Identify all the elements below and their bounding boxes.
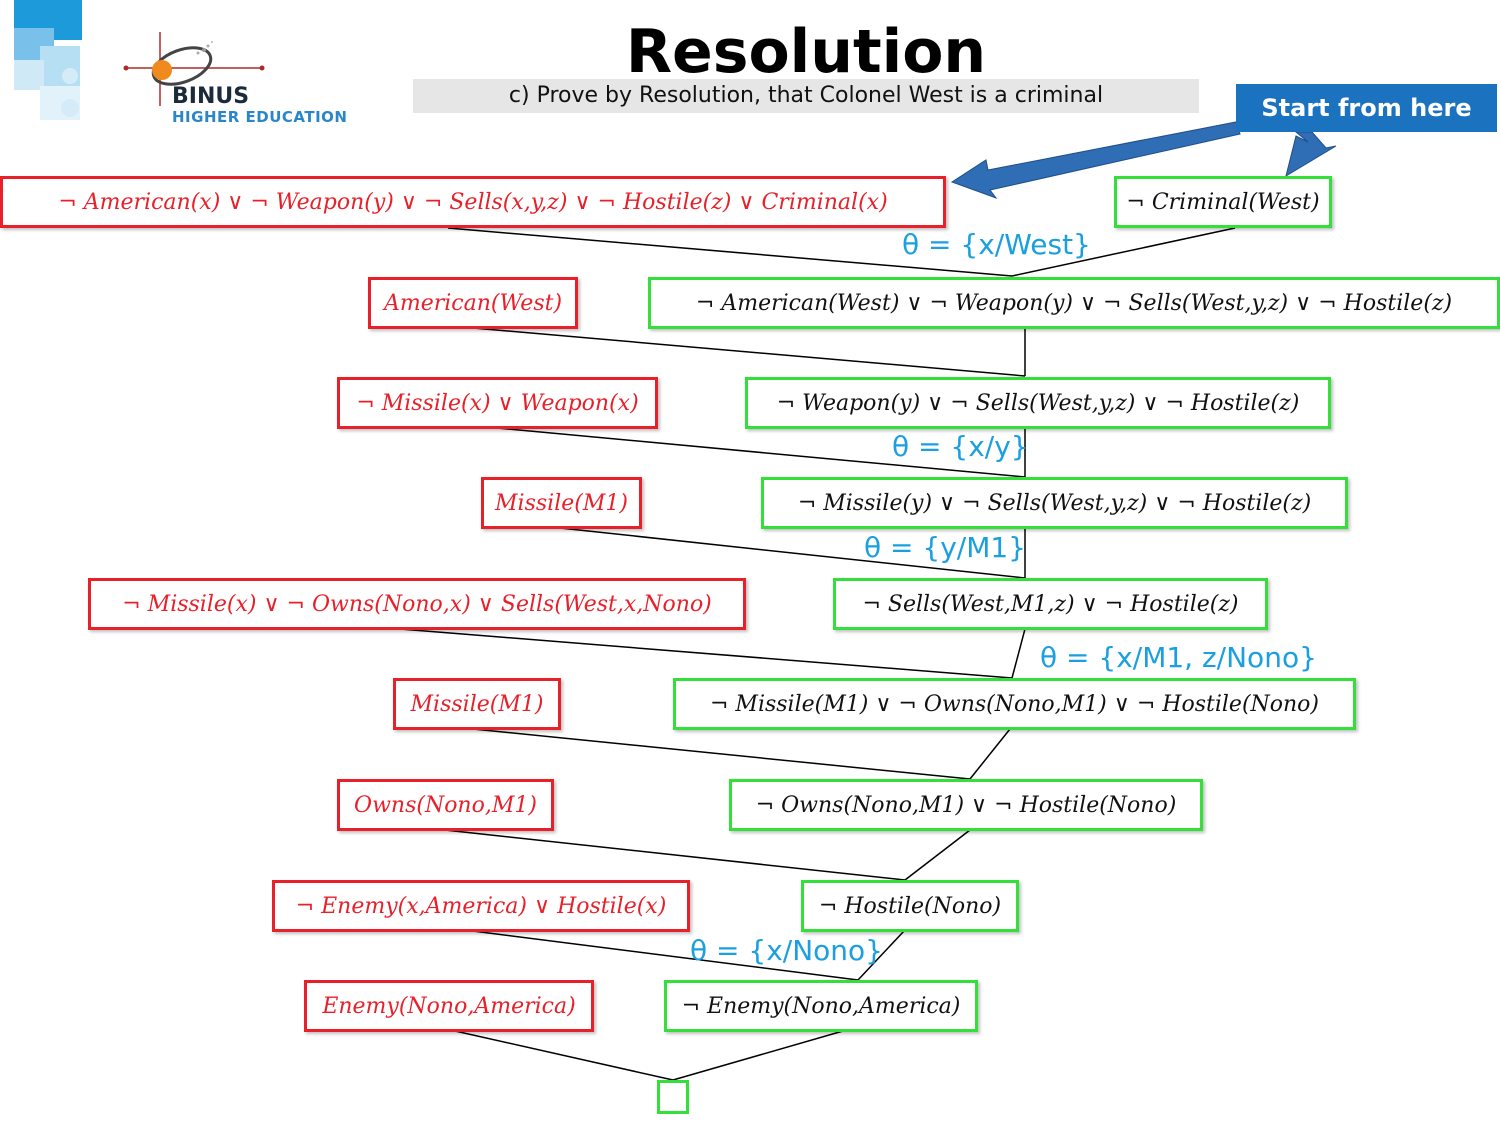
- resolvent-clause-4: ¬ Sells(West,M1,z) ∨ ¬ Hostile(z): [833, 578, 1268, 630]
- substitution-label: θ = {y/M1}: [864, 531, 1026, 564]
- kb-clause-missile-m1-second: Missile(M1): [393, 678, 561, 730]
- subtitle-background: [413, 79, 1199, 113]
- arrow-to-kb-clause: [950, 121, 1241, 200]
- kb-clause-criminal-rule: ¬ American(x) ∨ ¬ Weapon(y) ∨ ¬ Sells(x,…: [0, 176, 946, 228]
- page-subtitle: c) Prove by Resolution, that Colonel Wes…: [508, 83, 1104, 108]
- connector-line: [969, 728, 1011, 780]
- substitution-label: θ = {x/Nono}: [690, 934, 883, 967]
- connector-line: [857, 929, 906, 981]
- resolvent-clause-1: ¬ American(West) ∨ ¬ Weapon(y) ∨ ¬ Sells…: [648, 277, 1500, 329]
- connector-line: [472, 327, 1026, 377]
- substitution-label: θ = {x/West}: [902, 228, 1091, 261]
- page-title: Resolution: [625, 17, 987, 87]
- substitution-label: θ = {x/M1, z/Nono}: [1040, 641, 1317, 674]
- kb-clause-american-west: American(West): [368, 277, 578, 329]
- connector-line: [1011, 227, 1236, 277]
- resolvent-clause-3: ¬ Missile(y) ∨ ¬ Sells(West,y,z) ∨ ¬ Hos…: [761, 477, 1348, 529]
- connector-line: [1011, 628, 1026, 679]
- start-arrows: [950, 121, 1337, 200]
- binus-logo: [123, 32, 265, 106]
- kb-clause-missile-weapon: ¬ Missile(x) ∨ Weapon(x): [337, 377, 658, 429]
- kb-clause-owns-nono-m1: Owns(Nono,M1): [337, 779, 554, 831]
- resolvent-clause-2: ¬ Weapon(y) ∨ ¬ Sells(West,y,z) ∨ ¬ Host…: [745, 377, 1331, 429]
- connector-line: [472, 728, 971, 780]
- resolvent-clause-7: ¬ Hostile(Nono): [801, 880, 1019, 932]
- resolvent-clause-8: ¬ Enemy(Nono,America): [664, 980, 978, 1032]
- connector-line: [464, 929, 859, 981]
- kb-clause-sells-rule: ¬ Missile(x) ∨ ¬ Owns(Nono,x) ∨ Sells(We…: [88, 578, 746, 630]
- resolvent-clause-5: ¬ Missile(M1) ∨ ¬ Owns(Nono,M1) ∨ ¬ Host…: [673, 678, 1356, 730]
- connector-line: [672, 1030, 844, 1081]
- kb-clause-missile-m1: Missile(M1): [481, 477, 642, 529]
- connector-line: [496, 427, 1026, 478]
- substitution-label: θ = {x/y}: [892, 430, 1029, 463]
- start-from-here-callout: Start from here: [1236, 84, 1497, 132]
- kb-clause-enemy-hostile: ¬ Enemy(x,America) ∨ Hostile(x): [272, 880, 690, 932]
- arrow-to-goal-clause: [1285, 131, 1337, 178]
- corner-decoration: [14, 0, 82, 120]
- connector-line: [904, 829, 971, 881]
- connector-line: [399, 628, 1013, 679]
- kb-clause-enemy-nono-america: Enemy(Nono,America): [304, 980, 594, 1032]
- connector-line: [447, 227, 1013, 277]
- goal-clause-not-criminal-west: ¬ Criminal(West): [1114, 176, 1332, 228]
- empty-clause-box: [657, 1080, 689, 1114]
- connector-line: [444, 829, 906, 881]
- connector-line: [454, 1030, 674, 1081]
- resolvent-clause-6: ¬ Owns(Nono,M1) ∨ ¬ Hostile(Nono): [729, 779, 1203, 831]
- logo-subtitle: HIGHER EDUCATION: [172, 108, 348, 126]
- logo-name: BINUS: [172, 84, 250, 109]
- connector-line: [559, 527, 1026, 579]
